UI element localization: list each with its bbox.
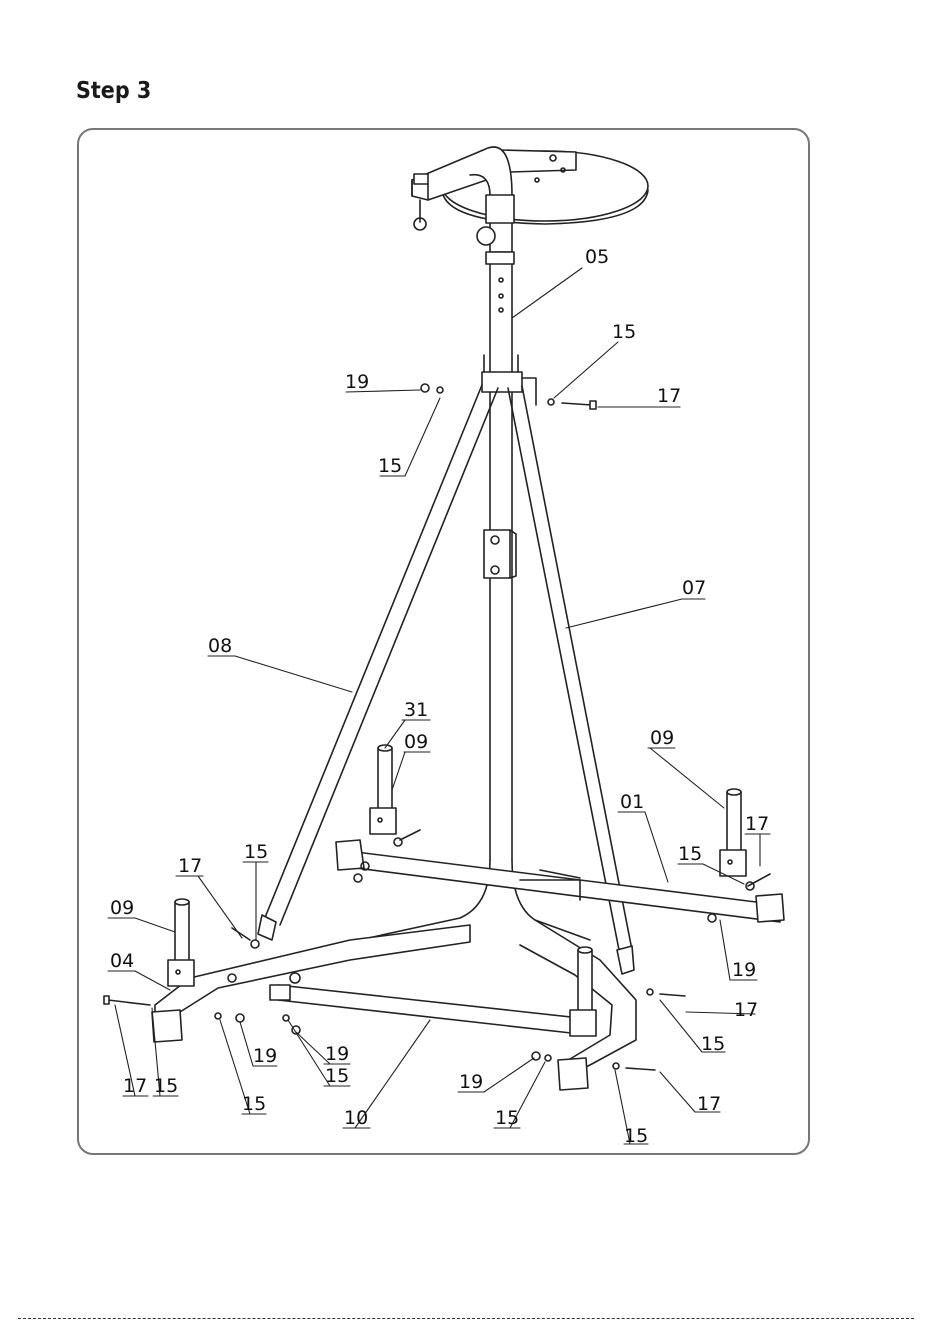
- label-19: 19: [345, 371, 369, 393]
- label-15: 15: [378, 455, 402, 477]
- label-17: 17: [697, 1093, 721, 1115]
- peg-09-left: [168, 899, 194, 986]
- label-17: 17: [178, 855, 202, 877]
- label-31: 31: [404, 699, 428, 721]
- label-15: 15: [678, 843, 702, 865]
- label-09: 09: [650, 727, 674, 749]
- label-17: 17: [745, 813, 769, 835]
- label-01: 01: [620, 791, 644, 813]
- peg-front-right: [570, 947, 596, 1036]
- label-15: 15: [701, 1033, 725, 1055]
- strut-07: [508, 386, 632, 955]
- label-17: 17: [734, 999, 758, 1021]
- base-bar-04: [155, 925, 470, 1040]
- label-15: 15: [325, 1065, 349, 1087]
- label-19: 19: [325, 1043, 349, 1065]
- peg-09-right: [720, 789, 746, 876]
- label-19: 19: [459, 1071, 483, 1093]
- label-17: 17: [657, 385, 681, 407]
- label-10: 10: [344, 1107, 368, 1129]
- label-15: 15: [624, 1125, 648, 1147]
- label-15: 15: [612, 321, 636, 343]
- label-04: 04: [110, 950, 134, 972]
- foot-front-right: [558, 1058, 588, 1090]
- label-09: 09: [110, 897, 134, 919]
- foot-rear-right: [756, 894, 784, 922]
- foot-rear-left: [336, 840, 364, 870]
- label-08: 08: [208, 635, 232, 657]
- foot-front-left: [152, 1010, 182, 1042]
- stabilizer-bar-10: [278, 985, 580, 1034]
- label-19: 19: [732, 959, 756, 981]
- label-15: 15: [495, 1107, 519, 1129]
- label-09: 09: [404, 731, 428, 753]
- label-15: 15: [242, 1093, 266, 1115]
- base-bar-01: [340, 850, 780, 922]
- label-07: 07: [682, 577, 706, 599]
- label-19: 19: [253, 1045, 277, 1067]
- label-15: 15: [154, 1075, 178, 1097]
- label-15: 15: [244, 841, 268, 863]
- footer-rule: [18, 1318, 914, 1319]
- label-17: 17: [123, 1075, 147, 1097]
- label-05: 05: [585, 246, 609, 268]
